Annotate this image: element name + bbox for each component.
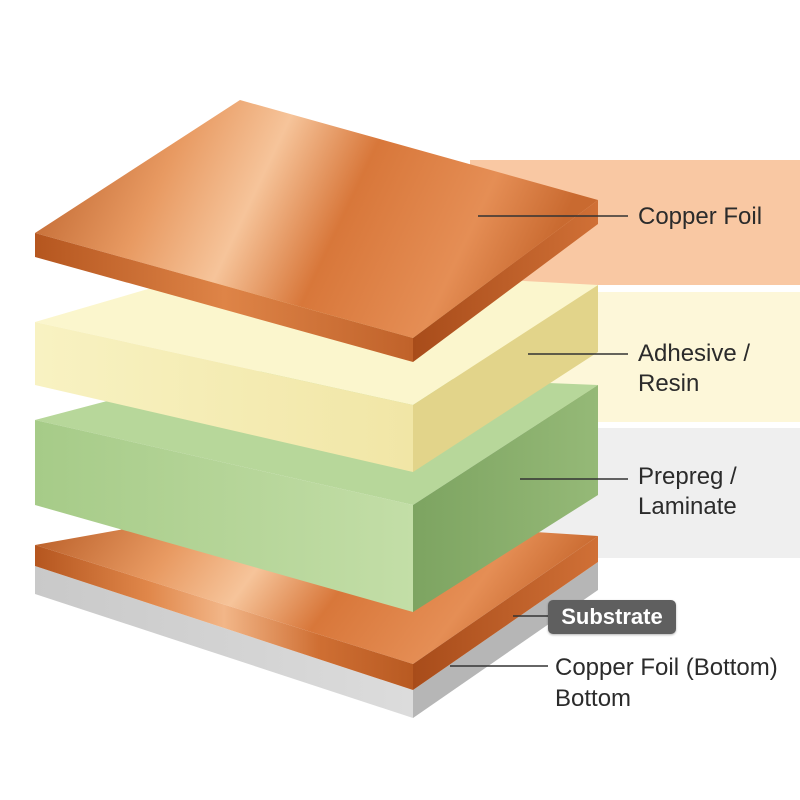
label-bottom-line2: Bottom bbox=[555, 685, 632, 712]
top-copper-layer bbox=[35, 100, 598, 362]
label-substrate-badge: Substrate bbox=[548, 600, 676, 634]
label-prepreg-line1: Prepreg / bbox=[638, 463, 737, 490]
label-bottom-line1: Copper Foil (Bottom) bbox=[555, 654, 778, 681]
label-adhesive-line2: Resin bbox=[638, 370, 700, 397]
label-copper-foil: Copper Foil bbox=[638, 203, 763, 230]
label-adhesive-line1: Adhesive / bbox=[638, 340, 751, 367]
label-prepreg-line2: Laminate bbox=[638, 493, 737, 520]
